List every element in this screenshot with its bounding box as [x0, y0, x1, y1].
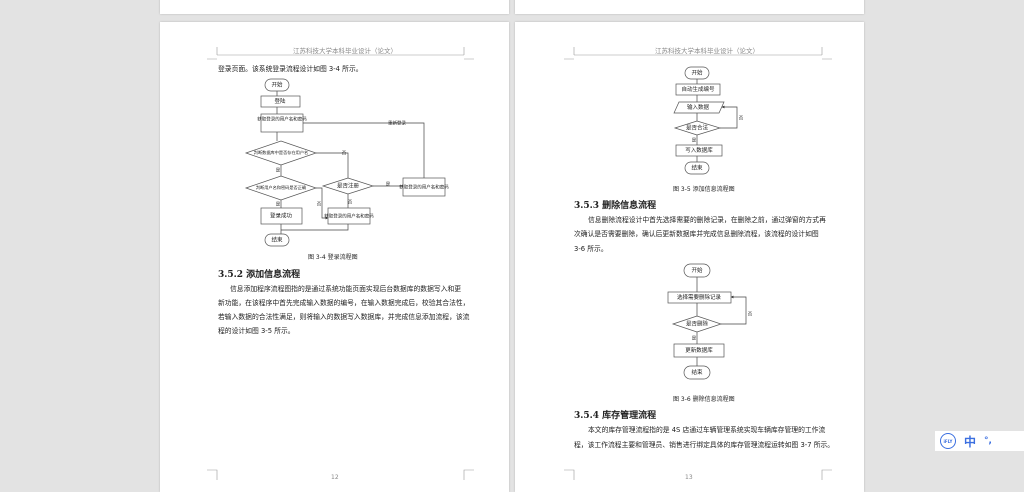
intro-text: 登录页面。该系统登录流程设计如图 3-4 所示。 — [218, 65, 363, 73]
page-13 — [515, 22, 864, 492]
section-heading: 3.5.2 添加信息流程 — [218, 270, 301, 280]
page-header: 江苏科技大学本科毕业设计（论文） — [655, 47, 759, 55]
previous-page-left — [160, 0, 509, 14]
page-number: 12 — [331, 474, 339, 481]
paragraph-line: 若输入数据的合法性满足，则将输入的数据写入数据库，并完成信息添加流程，该流 — [218, 313, 470, 321]
paragraph-line: 本文的库存管理流程指的是 4S 店通过车辆管理系统实现车辆库存管理的工作流 — [588, 426, 826, 434]
page-header: 江苏科技大学本科毕业设计（论文） — [293, 47, 397, 55]
section-heading: 3.5.3 删除信息流程 — [574, 201, 657, 211]
section-heading: 3.5.4 库存管理流程 — [574, 411, 657, 421]
input-method-toolbar[interactable]: iFLY 中 °, — [935, 431, 1024, 451]
language-toggle[interactable]: 中 — [964, 434, 977, 449]
paragraph-line: 次确认是否需要删除，确认后更新数据库并完成信息删除流程，该流程的设计如图 — [574, 230, 819, 238]
paragraph-line: 信息删除流程设计中首先选择需要的删除记录，在删除之前，通过弹窗的方式再 — [588, 216, 826, 224]
punctuation-toggle[interactable]: °, — [984, 436, 992, 446]
paragraph-line: 新功能，在该程序中首先完成输入数据的编号，在输入数据完成后，校验其合法性， — [218, 299, 470, 307]
paragraph-line: 程，该工作流程主要和管理员、销售进行绑定具体的库存管理流程运转如图 3-7 所示… — [574, 441, 835, 449]
paragraph-line: 3-6 所示。 — [574, 245, 608, 253]
figure-caption: 图 3-6 删除信息流程图 — [673, 396, 735, 403]
page-number: 13 — [685, 474, 693, 481]
previous-page-right — [515, 0, 864, 14]
figure-caption: 图 3-5 添加信息流程图 — [673, 186, 735, 193]
paragraph-line: 程的设计如图 3-5 所示。 — [218, 327, 295, 335]
ifly-logo-icon[interactable]: iFLY — [940, 433, 956, 449]
paragraph-line: 信息添加程序流程图指的是通过系统功能页面实现后台数据库的数据写入和更 — [230, 285, 462, 293]
figure-caption: 图 3-4 登录流程图 — [308, 254, 358, 261]
